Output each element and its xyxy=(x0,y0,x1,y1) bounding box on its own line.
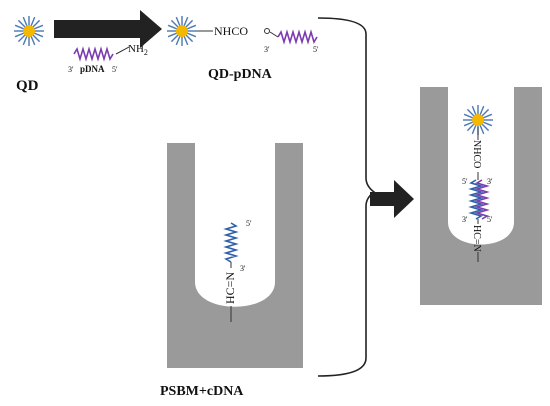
product-pdna-5-end: 5' xyxy=(487,215,493,224)
result-arrow-icon xyxy=(370,180,414,218)
product-nhco-label: NHCO xyxy=(471,140,482,168)
qd-pdna-5-end: 5' xyxy=(313,45,319,54)
qd-pdna-3-end: 3' xyxy=(264,45,270,54)
qd-conjugate-icon xyxy=(166,15,198,47)
pdna-strand xyxy=(73,46,114,62)
product-pdna-strand xyxy=(474,179,490,220)
product-cdna-3-end: 3' xyxy=(462,215,468,224)
nhco-label: NHCO xyxy=(214,24,248,38)
amide-linker xyxy=(269,31,279,38)
product-hcn-label: HC=N xyxy=(471,225,482,252)
product-pdna-3-end: 3' xyxy=(487,177,493,186)
hcn-label: HC=N xyxy=(223,272,237,304)
psbm-cdna-label: PSBM+cDNA xyxy=(160,384,244,399)
nh2-label: NH2 xyxy=(128,43,148,57)
cdna-strand xyxy=(223,222,239,263)
pdna-label: pDNA xyxy=(80,64,105,74)
cdna-3-end: 3' xyxy=(240,264,246,273)
bracket-icon xyxy=(317,17,376,377)
pdna-3-end: 3' xyxy=(68,65,74,74)
product-cdna-5-end: 5' xyxy=(462,177,468,186)
product-pore xyxy=(420,87,542,305)
pdna-linker xyxy=(115,46,130,55)
qd-label: QD xyxy=(16,78,39,94)
qd-pdna-label: QD-pDNA xyxy=(208,67,273,82)
cdna-5-end: 5' xyxy=(246,219,252,228)
quantum-dot-icon xyxy=(13,15,45,47)
amide-oxygen-icon xyxy=(264,28,270,34)
product-cdna-strand xyxy=(468,179,484,220)
psbm-pore xyxy=(167,143,303,368)
reaction-arrow-icon xyxy=(54,10,162,48)
qd-pdna-strand xyxy=(277,29,318,45)
pdna-5-end: 5' xyxy=(112,65,118,74)
